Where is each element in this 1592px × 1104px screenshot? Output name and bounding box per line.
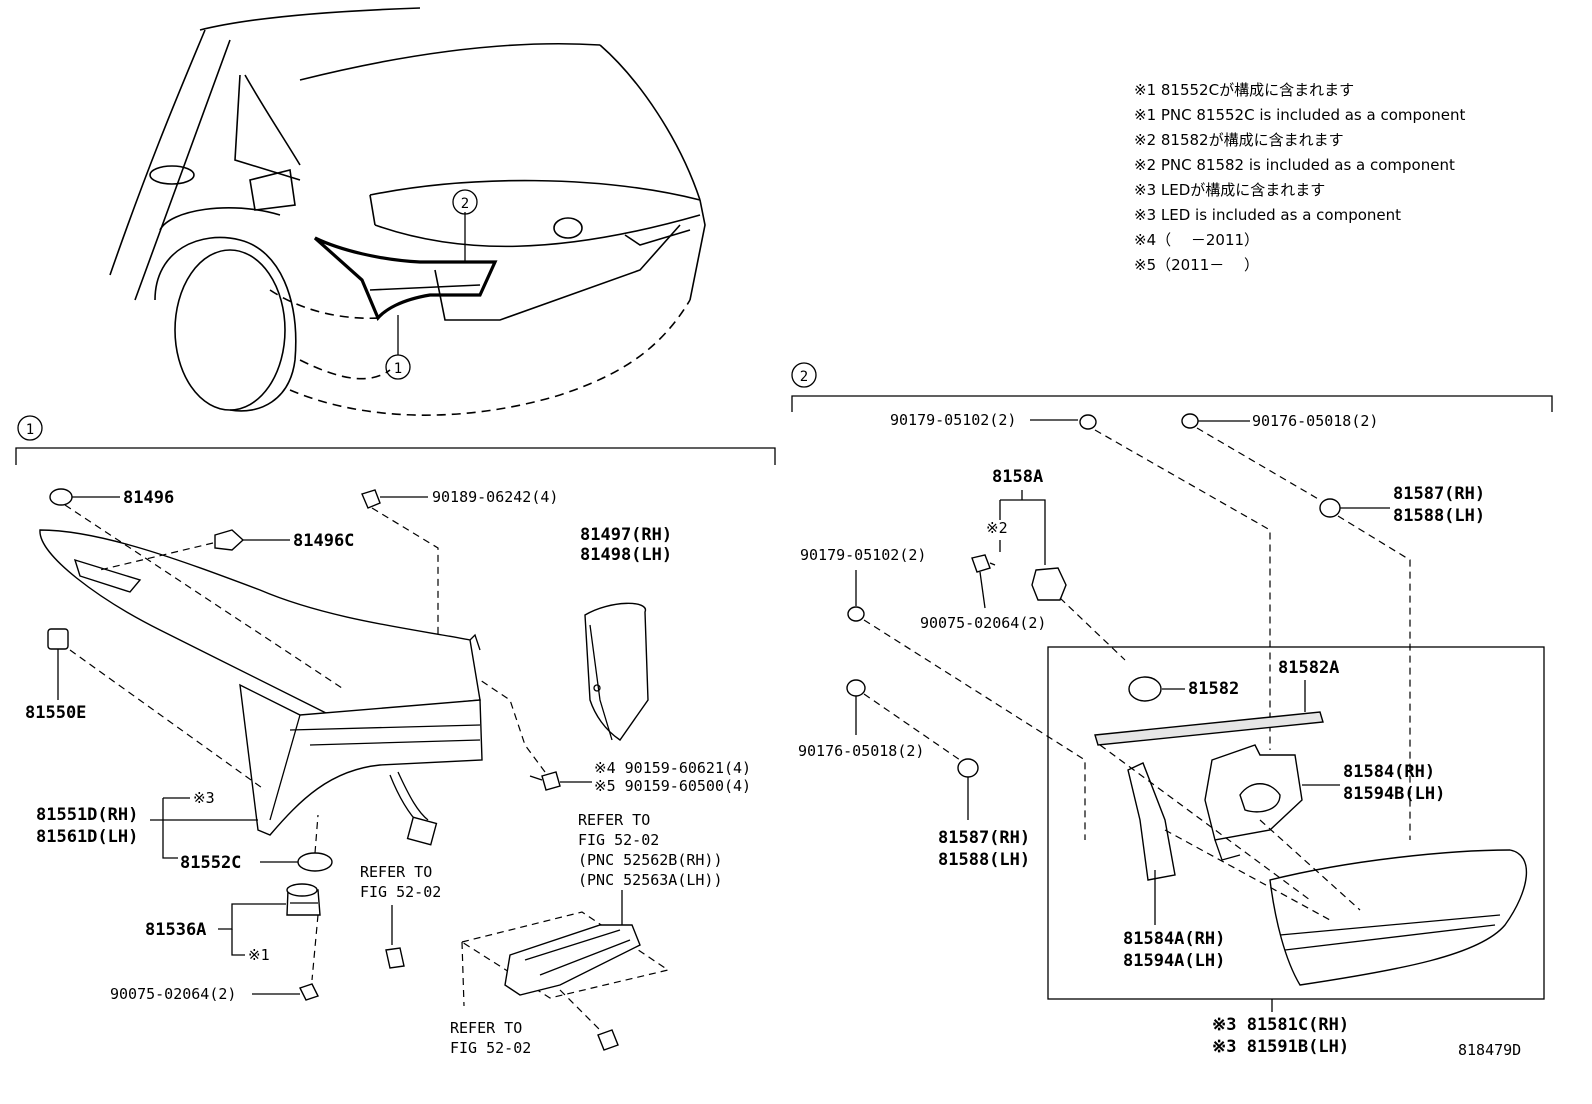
- svg-text:(PNC 52562B(RH)): (PNC 52562B(RH)): [578, 851, 723, 869]
- group-1-tail-lamp-outer: 1 81496 81496C 90189-06242(4) 8149: [15, 415, 776, 1057]
- label-81582a: 81582A: [1278, 658, 1339, 678]
- svg-text:1: 1: [394, 361, 402, 377]
- label-90075-02064-g2: 90075-02064(2): [920, 614, 1046, 632]
- label-star1: ※1: [248, 946, 270, 964]
- label-81536a: 81536A: [145, 920, 206, 940]
- label-81588-lh-top: 81588(LH): [1393, 506, 1485, 526]
- label-81591b-lh: ※3 81591B(LH): [1212, 1037, 1349, 1057]
- label-81594a-lh: 81594A(LH): [1123, 951, 1225, 971]
- svg-text:FIG 52-02: FIG 52-02: [360, 883, 441, 901]
- callout-2-car: 2: [452, 189, 478, 215]
- svg-text:FIG 52-02: FIG 52-02: [450, 1039, 531, 1057]
- label-81582: 81582: [1188, 679, 1239, 699]
- label-90159-60500: ※5 90159-60500(4): [594, 777, 751, 795]
- note-5: ※5（2011－ ）: [1134, 256, 1259, 274]
- label-90176-05018-top: 90176-05018(2): [1252, 412, 1378, 430]
- label-81581c-rh: ※3 81581C(RH): [1212, 1015, 1349, 1035]
- gasket-81582a: [1094, 711, 1324, 746]
- svg-text:(PNC 52563A(LH)): (PNC 52563A(LH)): [578, 871, 723, 889]
- callout-1-car: 1: [385, 354, 411, 380]
- note-2-en: ※2 PNC 81582 is included as a component: [1134, 156, 1455, 174]
- car-rear-view: [109, 7, 706, 416]
- cover-81497: [584, 602, 649, 741]
- note-3-en: ※3 LED is included as a component: [1134, 206, 1401, 224]
- label-81588-lh-bot: 81588(LH): [938, 850, 1030, 870]
- reflector-81584a: [1127, 762, 1176, 881]
- inner-lamp-81581c: [1269, 849, 1528, 986]
- bracket-52562b: [504, 924, 641, 996]
- svg-text:REFER TO: REFER TO: [450, 1019, 522, 1037]
- notes-block: ※1 81552Cが構成に含まれます ※1 PNC 81552C is incl…: [1134, 81, 1465, 274]
- group-1-bracket: [15, 447, 776, 465]
- label-81587-rh-top: 81587(RH): [1393, 484, 1485, 504]
- note-3-jp: ※3 LEDが構成に含まれます: [1134, 181, 1325, 199]
- svg-text:FIG 52-02: FIG 52-02: [578, 831, 659, 849]
- label-81561d-lh: 81561D(LH): [36, 827, 138, 847]
- label-81551d-rh: 81551D(RH): [36, 805, 138, 825]
- outer-lamp-body: [239, 683, 483, 836]
- label-81584-rh: 81584(RH): [1343, 762, 1435, 782]
- label-90179-05102-top: 90179-05102(2): [890, 411, 1016, 429]
- label-81496c: 81496C: [293, 531, 354, 551]
- note-1-jp: ※1 81552Cが構成に含まれます: [1134, 81, 1354, 99]
- group-2-bracket: [791, 395, 1553, 412]
- svg-text:REFER TO: REFER TO: [360, 863, 432, 881]
- svg-text:2: 2: [800, 369, 808, 385]
- label-81497-rh: 81497(RH): [580, 525, 672, 545]
- label-81594b-lh: 81594B(LH): [1343, 784, 1445, 804]
- label-81550e: 81550E: [25, 703, 86, 723]
- label-90159-60621: ※4 90159-60621(4): [594, 759, 751, 777]
- label-star3-group1: ※3: [193, 789, 215, 807]
- label-8158a: 8158A: [992, 467, 1043, 487]
- assembly-81581c-box: [1047, 646, 1545, 1000]
- label-90179-05102-left: 90179-05102(2): [800, 546, 926, 564]
- svg-text:1: 1: [26, 422, 34, 438]
- note-2-jp: ※2 81582が構成に含まれます: [1134, 131, 1344, 149]
- label-81587-rh-bot: 81587(RH): [938, 828, 1030, 848]
- note-1-en: ※1 PNC 81552C is included as a component: [1134, 106, 1465, 124]
- svg-text:REFER TO: REFER TO: [578, 811, 650, 829]
- note-4: ※4（ －2011）: [1134, 231, 1259, 249]
- outer-lamp-lens: [39, 529, 481, 716]
- label-81496: 81496: [123, 488, 174, 508]
- svg-text:2: 2: [461, 196, 469, 212]
- label-star2: ※2: [986, 519, 1008, 537]
- callout-2-group: [791, 362, 817, 388]
- label-90075-02064-g1: 90075-02064(2): [110, 985, 236, 1003]
- label-90189-06242: 90189-06242(4): [432, 488, 558, 506]
- group-2-tail-lamp-inner: 2 90179-05102(2) 90176-05018(2) 81587(RH…: [791, 362, 1553, 1057]
- label-90176-05018-left: 90176-05018(2): [798, 742, 924, 760]
- label-81498-lh: 81498(LH): [580, 545, 672, 565]
- callout-1-group: [17, 415, 43, 441]
- drawing-id: 818479D: [1458, 1041, 1521, 1059]
- label-81552c: 81552C: [180, 853, 241, 873]
- label-81584a-rh: 81584A(RH): [1123, 929, 1225, 949]
